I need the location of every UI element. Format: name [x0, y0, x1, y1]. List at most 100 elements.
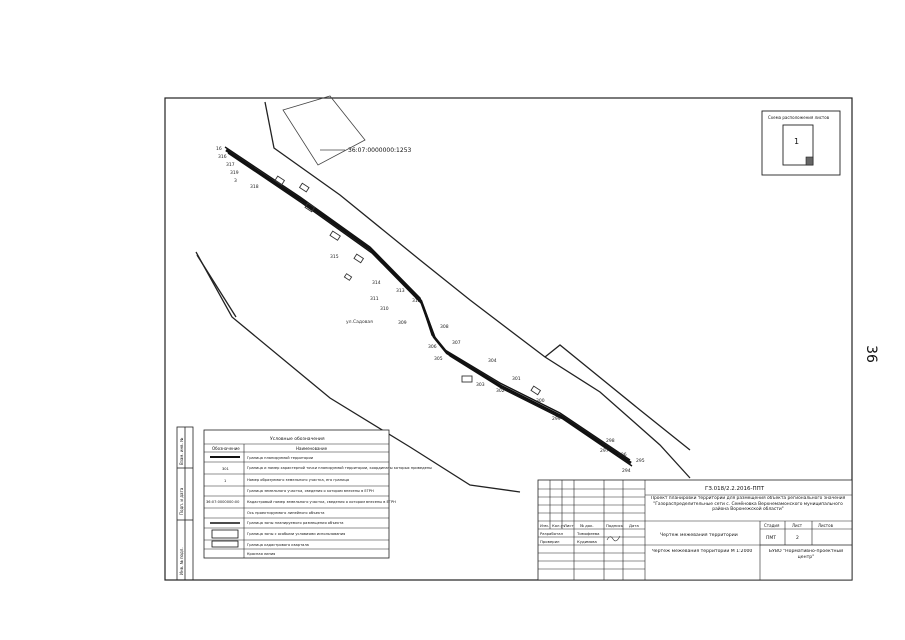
point-label: 297 [600, 448, 609, 454]
stamp-project-title: Проект планировки территории для размеще… [650, 496, 846, 513]
stamp-org: БУВО "Нормативно-проектный центр" [768, 549, 844, 560]
buildings [274, 175, 542, 396]
inset-sheet-number: 1 [794, 137, 799, 146]
legend-row-text: Граница планируемой территории [247, 456, 314, 460]
point-label: 316 [218, 154, 227, 160]
point-label: 302 [496, 388, 505, 394]
legend-row-text: Граница зоны планируемого размещения объ… [247, 521, 343, 525]
point-label: 301 [512, 376, 521, 382]
legend-row-symbol: 36:07:0000000:00 [206, 500, 240, 504]
point-label: 299 [552, 416, 561, 422]
legend-row-text: Граница земельного участка, сведения о к… [247, 489, 374, 493]
point-labels: 16 316 317 319 3 318 315 314 313 312 311… [216, 146, 645, 474]
legend-row-text: Граница зоны с особыми условиями использ… [247, 532, 345, 536]
stamp-col-headers: Изм. Кол.уч Лист № док. Подпись Дата [540, 523, 639, 528]
point-label: 313 [396, 288, 405, 294]
corridor-axis [225, 148, 632, 465]
corridor-edge-2 [227, 152, 633, 467]
stamp-project-title-box: Проект планировки территории для размеще… [650, 496, 846, 513]
stamp-code: ГЗ.018/2.2.2016-ППТ [705, 486, 765, 492]
side-label-sign: Подп. и дата [179, 487, 184, 515]
stamp-col-header: № док. [580, 523, 594, 528]
side-label-replace: Взам. инв. № [179, 438, 184, 465]
title-block [537, 479, 853, 581]
side-strip [176, 426, 194, 581]
point-label: 306 [428, 344, 437, 350]
point-label: 300 [536, 398, 545, 404]
point-label: 312 [412, 298, 421, 304]
sheet-frame [164, 97, 853, 581]
corridor [224, 146, 633, 467]
legend-row-symbol: 301 [222, 467, 229, 471]
left-boundary [196, 254, 237, 318]
point-label: 303 [476, 382, 485, 388]
legend-header-symbol: Обозначение [212, 446, 240, 451]
parcel-callout [282, 95, 366, 166]
stamp-col-header: Изм. [540, 523, 549, 528]
point-label: 3 [234, 178, 237, 184]
corridor-edge-1 [224, 146, 631, 461]
legend-row-symbol: 1 [224, 479, 226, 483]
point-label: 295 [636, 458, 645, 464]
point-label: 311 [370, 296, 379, 302]
stamp-role: Проверил [540, 539, 560, 544]
stamp-role: Разработал [540, 531, 564, 536]
title-block-grid [538, 480, 852, 580]
stamp-name: Кудимова [577, 539, 597, 544]
side-label-inv: Инв. № подл. [179, 547, 184, 575]
map-boundaries [195, 101, 691, 493]
right-boundary [544, 344, 691, 451]
point-label: 307 [452, 340, 461, 346]
legend-header-name: Наименование [296, 446, 328, 451]
point-label: 310 [380, 306, 389, 312]
point-label: 304 [488, 358, 497, 364]
point-label: 305 [434, 356, 443, 362]
stamp-col-header: Дата [629, 523, 639, 528]
legend-grid [204, 443, 389, 558]
stamp-col-header: Лист [564, 523, 574, 528]
point-label: 308 [440, 324, 449, 330]
stamp-roles: Разработал Тимофеева Проверил Кудимова [540, 531, 599, 544]
legend-symbols [210, 456, 240, 548]
point-label: 294 [622, 468, 631, 474]
street-label: ул.Садовая [346, 319, 373, 325]
inset-title: Схема расположения листов [768, 115, 830, 120]
point-label: 16 [216, 146, 222, 152]
stamp-col-header: Подпись [606, 523, 624, 528]
stamp-drawing-title-box: Чертеж межевания территории М 1:2000 [651, 549, 753, 554]
stamp-drawing-title: Чертеж межевания территории М 1:2000 [651, 549, 753, 554]
parcel-label: 36:07:0000000:1253 [348, 147, 412, 154]
stamp-col-header: Кол.уч [552, 523, 565, 528]
legend-row-text: Красная линия [247, 552, 275, 556]
stamp-sheet-label: Лист [792, 523, 803, 528]
legend-table [203, 429, 390, 559]
point-label: 314 [372, 280, 381, 286]
legend-row-text: Граница и номер характерной точки планир… [247, 466, 432, 470]
stamp-sheet-title: Чертеж межевания территории [660, 532, 738, 538]
stamp-stage: ПМТ [766, 535, 776, 541]
sheet-inset: Схема расположения листов 1 [761, 110, 841, 176]
point-label: 315 [330, 254, 339, 260]
point-label: 298 [606, 438, 615, 444]
stamp-org-box: БУВО "Нормативно-проектный центр" [768, 549, 844, 560]
legend-row-text: Ось проектируемого линейного объекта [247, 511, 324, 515]
upper-boundary [264, 101, 691, 479]
point-label: 318 [250, 184, 259, 190]
legend-row-text: Кадастровый номер земельного участка, св… [247, 500, 396, 504]
legend-rows: Граница планируемой территории 301 Грани… [206, 456, 432, 556]
legend-row-text: Граница кадастрового квартала [247, 543, 309, 547]
legend-title: Условные обозначения [270, 436, 325, 442]
signature-mark [606, 535, 621, 542]
point-label: 309 [398, 320, 407, 326]
point-label: 317 [226, 162, 235, 168]
page-number: 36 [862, 345, 879, 363]
point-label: 296 [618, 452, 627, 458]
stamp-name: Тимофеева [576, 531, 599, 536]
lower-boundary [195, 251, 521, 493]
stamp-sheets-label: Листов [818, 523, 834, 528]
point-label: 319 [230, 170, 239, 176]
legend-row-text: Номер образуемого земельного участка, ег… [247, 478, 349, 482]
stamp-stage-label: Стадия [764, 523, 780, 528]
stamp-sheet: 2 [796, 535, 799, 541]
